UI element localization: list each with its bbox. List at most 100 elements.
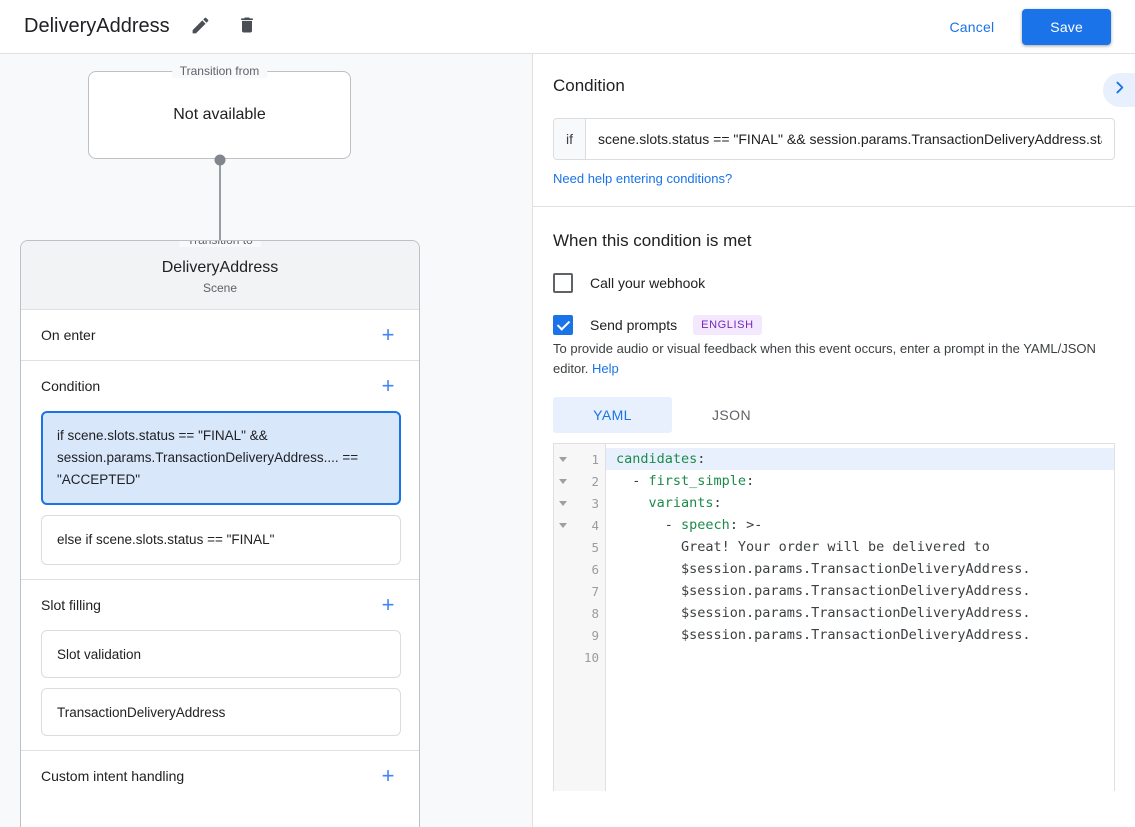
code-line-9: $session.params.TransactionDeliveryAddre… xyxy=(681,627,1031,643)
code-line-5: Great! Your order will be delivered to xyxy=(681,539,990,555)
fold-arrow-icon[interactable] xyxy=(559,522,567,528)
trash-icon xyxy=(237,15,257,38)
add-custom-intent-button[interactable]: + xyxy=(381,763,395,788)
code-line-8: $session.params.TransactionDeliveryAddre… xyxy=(681,605,1031,621)
section-condition: Condition + if scene.slots.status == "FI… xyxy=(21,361,419,580)
line-number: 3 xyxy=(591,495,599,511)
page-title: DeliveryAddress xyxy=(24,15,170,37)
call-webhook-label: Call your webhook xyxy=(590,275,706,291)
code-line-6: $session.params.TransactionDeliveryAddre… xyxy=(681,561,1031,577)
prompts-description-text: To provide audio or visual feedback when… xyxy=(553,341,1096,376)
gutter-line-2: 2 xyxy=(554,470,605,492)
chevron-right-icon xyxy=(1111,79,1128,101)
prompts-description: To provide audio or visual feedback when… xyxy=(553,339,1115,379)
editor-format-tabs: YAML JSON xyxy=(553,397,1115,433)
transition-from-legend: Transition from xyxy=(171,64,268,78)
edit-name-button[interactable] xyxy=(184,10,218,44)
section-title-on-enter: On enter xyxy=(41,327,96,343)
webhook-row: Call your webhook xyxy=(553,273,1115,293)
when-condition-met-section: When this condition is met Call your web… xyxy=(533,207,1135,809)
save-button[interactable]: Save xyxy=(1022,8,1111,45)
section-custom-intent-handling: Custom intent handling + xyxy=(21,751,419,801)
call-webhook-checkbox[interactable] xyxy=(553,273,573,293)
code-line-4: - speech: >- xyxy=(664,517,763,533)
editor-gutter[interactable]: 1 2 3 4 5 6 7 8 9 10 xyxy=(554,444,606,791)
scene-type: Scene xyxy=(202,281,238,295)
gutter-line-7: 7 xyxy=(554,580,605,602)
tab-yaml[interactable]: YAML xyxy=(553,397,672,433)
send-prompts-checkbox[interactable] xyxy=(553,315,573,335)
line-number: 7 xyxy=(591,583,599,599)
section-header-condition[interactable]: Condition + xyxy=(21,361,419,411)
condition-heading: Condition xyxy=(553,76,625,95)
transition-to-box: Transition to DeliveryAddress Scene On e… xyxy=(20,240,420,827)
gutter-line-3: 3 xyxy=(554,492,605,514)
condition-input[interactable] xyxy=(586,119,1114,159)
add-condition-button[interactable]: + xyxy=(381,373,395,398)
code-editor[interactable]: 1 2 3 4 5 6 7 8 9 10 candidates: - first_simple: … xyxy=(553,443,1115,791)
line-number: 5 xyxy=(591,539,599,555)
tab-json[interactable]: JSON xyxy=(712,407,751,423)
scene-name: DeliveryAddress xyxy=(161,259,279,276)
fold-arrow-icon[interactable] xyxy=(559,456,567,462)
line-number: 6 xyxy=(591,561,599,577)
line-number: 8 xyxy=(591,605,599,621)
gutter-line-8: 8 xyxy=(554,602,605,624)
main-split: Transition from Not available Transition… xyxy=(0,54,1135,827)
section-header-on-enter[interactable]: On enter + xyxy=(21,310,419,360)
fold-arrow-icon[interactable] xyxy=(559,500,567,506)
gutter-line-10: 10 xyxy=(554,646,605,668)
line-number: 2 xyxy=(591,473,599,489)
gutter-line-5: 5 xyxy=(554,536,605,558)
language-badge: ENGLISH xyxy=(693,315,762,335)
send-prompts-label: Send prompts xyxy=(590,317,678,333)
transition-from-value: Not available xyxy=(173,106,266,123)
cancel-button[interactable]: Cancel xyxy=(936,10,1009,44)
condition-detail-panel: Condition if Need help entering conditio… xyxy=(533,54,1135,827)
gutter-line-9: 9 xyxy=(554,624,605,646)
prompts-help-link[interactable]: Help xyxy=(592,361,619,376)
fold-arrow-icon[interactable] xyxy=(559,478,567,484)
section-title-custom-intent-handling: Custom intent handling xyxy=(41,768,185,784)
condition-item[interactable]: else if scene.slots.status == "FINAL" xyxy=(41,515,401,565)
gutter-line-1: 1 xyxy=(554,448,605,470)
code-line-7: $session.params.TransactionDeliveryAddre… xyxy=(681,583,1031,599)
send-prompts-row: Send prompts ENGLISH xyxy=(553,315,1115,335)
condition-if-label: if xyxy=(554,119,586,159)
scene-graph-panel: Transition from Not available Transition… xyxy=(0,54,533,827)
section-on-enter: On enter + xyxy=(21,310,419,361)
condition-item-selected[interactable]: if scene.slots.status == "FINAL" && sess… xyxy=(41,411,401,505)
line-number: 1 xyxy=(591,451,599,467)
code-line-1: candidates: xyxy=(606,448,1114,470)
line-number: 9 xyxy=(591,627,599,643)
gutter-line-6: 6 xyxy=(554,558,605,580)
code-line-2: - first_simple: xyxy=(632,473,755,489)
delete-button[interactable] xyxy=(230,10,264,44)
scene-header: DeliveryAddress Scene xyxy=(21,241,419,310)
slot-item[interactable]: TransactionDeliveryAddress xyxy=(41,688,401,736)
section-header-slot-filling[interactable]: Slot filling + xyxy=(21,580,419,630)
slot-filling-list: Slot validation TransactionDeliveryAddre… xyxy=(21,630,419,750)
gutter-line-4: 4 xyxy=(554,514,605,536)
slot-validation-item[interactable]: Slot validation xyxy=(41,630,401,678)
code-line-10 xyxy=(606,646,1114,668)
section-title-condition: Condition xyxy=(41,378,101,394)
add-on-enter-button[interactable]: + xyxy=(381,322,395,347)
transition-to-legend: Transition to xyxy=(179,241,261,247)
when-met-heading: When this condition is met xyxy=(553,231,752,250)
condition-list: if scene.slots.status == "FINAL" && sess… xyxy=(21,411,419,579)
line-number: 4 xyxy=(591,517,599,533)
pencil-icon xyxy=(190,15,211,39)
add-slot-filling-button[interactable]: + xyxy=(381,592,395,617)
code-line-3: variants: xyxy=(648,495,722,511)
transition-from-box: Transition from Not available xyxy=(88,64,351,159)
condition-help-link[interactable]: Need help entering conditions? xyxy=(553,171,733,186)
condition-section: Condition if Need help entering conditio… xyxy=(533,54,1135,207)
section-title-slot-filling: Slot filling xyxy=(41,597,101,613)
condition-input-row: if xyxy=(553,118,1115,160)
top-app-bar: DeliveryAddress Cancel Save xyxy=(0,0,1135,54)
section-header-custom-intent-handling[interactable]: Custom intent handling + xyxy=(21,751,419,801)
editor-code-area[interactable]: candidates: - first_simple: variants: - … xyxy=(606,444,1114,791)
line-number: 10 xyxy=(583,649,599,665)
expand-panel-button[interactable] xyxy=(1103,73,1135,107)
